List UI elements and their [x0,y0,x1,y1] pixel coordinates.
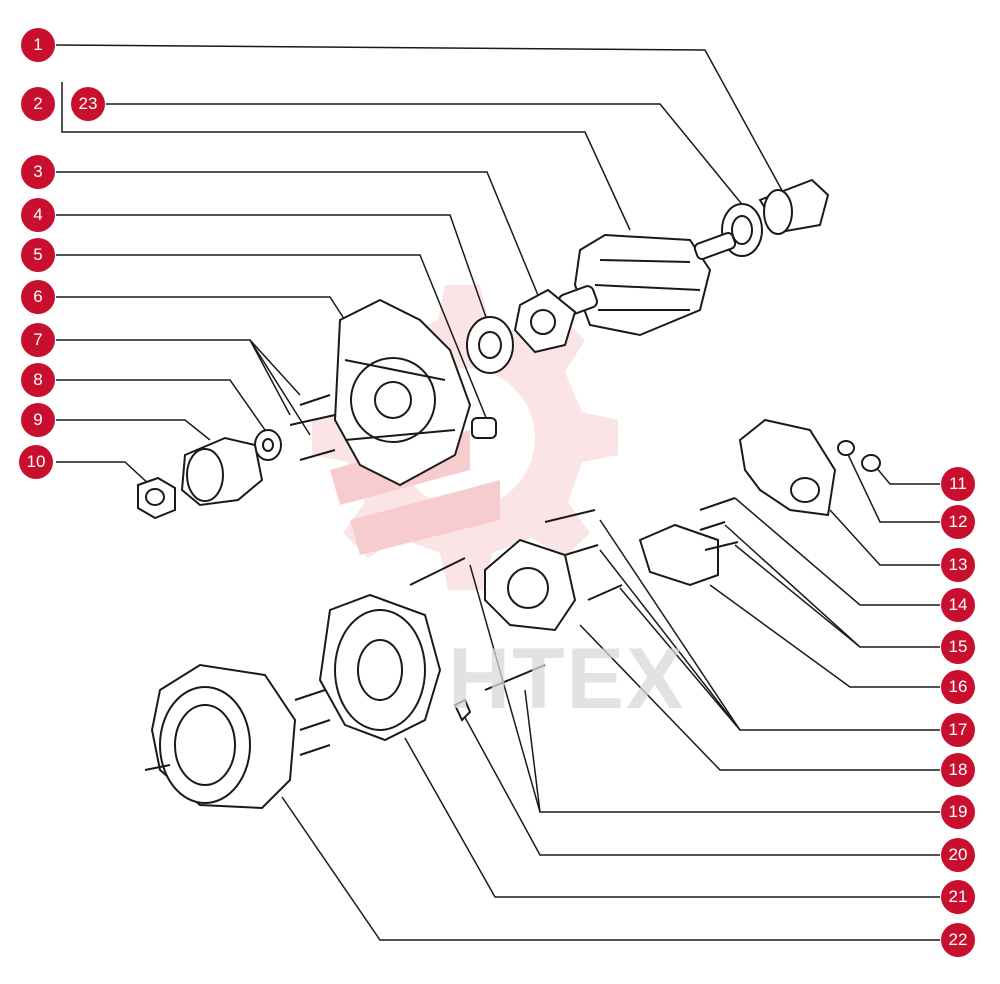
parts [137,178,881,810]
watermark-text: HTEX [448,631,686,727]
callout-19: 19 [941,795,975,829]
callout-1: 1 [21,28,55,62]
callout-10: 10 [19,445,53,479]
callout-11: 11 [941,467,975,501]
callout-17: 17 [941,713,975,747]
callout-12: 12 [941,505,975,539]
callout-16: 16 [941,670,975,704]
callout-4: 4 [21,198,55,232]
callout-18: 18 [941,753,975,787]
callout-7: 7 [21,323,55,357]
callout-23: 23 [71,87,105,121]
callout-2: 2 [21,87,55,121]
callout-15: 15 [941,630,975,664]
callout-13: 13 [941,548,975,582]
callout-3: 3 [21,155,55,189]
callout-8: 8 [21,363,55,397]
callout-22: 22 [941,923,975,957]
callout-5: 5 [21,238,55,272]
callout-14: 14 [941,588,975,622]
callout-20: 20 [941,838,975,872]
callout-6: 6 [21,280,55,314]
callout-21: 21 [941,880,975,914]
leader-lines [55,44,943,941]
callout-9: 9 [21,403,55,437]
